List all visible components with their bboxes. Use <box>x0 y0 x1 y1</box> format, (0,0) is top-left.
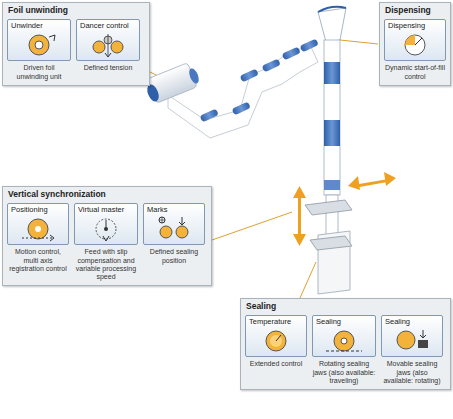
tile-caption: Feed with slip compensation and variable… <box>74 248 138 281</box>
function-tile: PositioningMotion control, multi axis re… <box>7 203 69 273</box>
tile-box: Virtual master <box>74 203 138 246</box>
tile-caption: Dynamic start-of-fill control <box>384 64 446 81</box>
tile-title: Positioning <box>11 206 65 215</box>
sealing-jaws <box>305 200 352 294</box>
tile-box: Dancer control <box>76 19 140 62</box>
tile-caption: Rotating sealing jaws (also available: t… <box>312 360 376 385</box>
panel-heading: Dispensing <box>385 6 446 16</box>
function-panel: SealingTemperatureExtended controlSealin… <box>240 298 451 390</box>
function-tile: SealingRotating sealing jaws (also avail… <box>312 315 376 385</box>
tile-icon <box>154 216 194 242</box>
tile-icon <box>395 32 435 58</box>
foil-web <box>168 45 318 138</box>
function-panel: Vertical synchronizationPositioningMotio… <box>2 186 212 286</box>
function-tile: SealingMovable sealing jaws (also availa… <box>381 315 443 385</box>
tile-icon <box>86 216 126 242</box>
tile-row: TemperatureExtended controlSealingRotati… <box>245 315 446 385</box>
tile-icon <box>256 328 296 354</box>
tile-title: Temperature <box>249 318 303 327</box>
tile-title: Dancer control <box>80 22 136 31</box>
tile-box: Unwinder <box>7 19 71 62</box>
tile-icon <box>19 32 59 58</box>
tile-icon <box>88 32 128 58</box>
panel-heading: Foil unwinding <box>8 6 145 16</box>
function-tile: MarksDefined sealing position <box>143 203 205 265</box>
tile-caption: Movable sealing jaws (also available: ro… <box>381 360 443 385</box>
tile-row: DispensingDynamic start-of-fill control <box>384 19 446 81</box>
guide-rollers <box>200 38 319 122</box>
function-tile: UnwinderDriven foil unwinding unit <box>7 19 71 81</box>
tile-title: Marks <box>147 206 201 215</box>
tile-icon <box>392 328 432 354</box>
tile-title: Virtual master <box>78 206 134 215</box>
panel-heading: Sealing <box>246 302 446 312</box>
tile-box: Marks <box>143 203 205 246</box>
tile-row: PositioningMotion control, multi axis re… <box>7 203 207 282</box>
tile-caption: Driven foil unwinding unit <box>7 64 71 81</box>
function-panel: DispensingDispensingDynamic start-of-fil… <box>379 2 451 86</box>
function-tile: TemperatureExtended control <box>245 315 307 369</box>
tile-box: Sealing <box>381 315 443 358</box>
function-tile: Virtual masterFeed with slip compensatio… <box>74 203 138 282</box>
panel-heading: Vertical synchronization <box>8 190 207 200</box>
tile-caption: Motion control, multi axis registration … <box>7 248 69 273</box>
tile-title: Sealing <box>316 318 372 327</box>
tile-title: Sealing <box>385 318 439 327</box>
tile-title: Unwinder <box>11 22 67 31</box>
tile-box: Sealing <box>312 315 376 358</box>
function-panel: Foil unwindingUnwinderDriven foil unwind… <box>2 2 150 86</box>
tile-caption: Defined sealing position <box>143 248 205 265</box>
tile-caption: Extended control <box>245 360 307 368</box>
tile-box: Positioning <box>7 203 69 246</box>
tile-icon <box>324 328 364 354</box>
tile-icon <box>18 216 58 242</box>
tile-title: Dispensing <box>388 22 442 31</box>
tile-caption: Defined tension <box>76 64 140 72</box>
motion-arrows <box>293 172 396 246</box>
tile-box: Temperature <box>245 315 307 358</box>
foil-roll <box>145 63 201 104</box>
tile-row: UnwinderDriven foil unwinding unitDancer… <box>7 19 145 81</box>
function-tile: DispensingDynamic start-of-fill control <box>384 19 446 81</box>
tile-box: Dispensing <box>384 19 446 62</box>
function-tile: Dancer controlDefined tension <box>76 19 140 73</box>
